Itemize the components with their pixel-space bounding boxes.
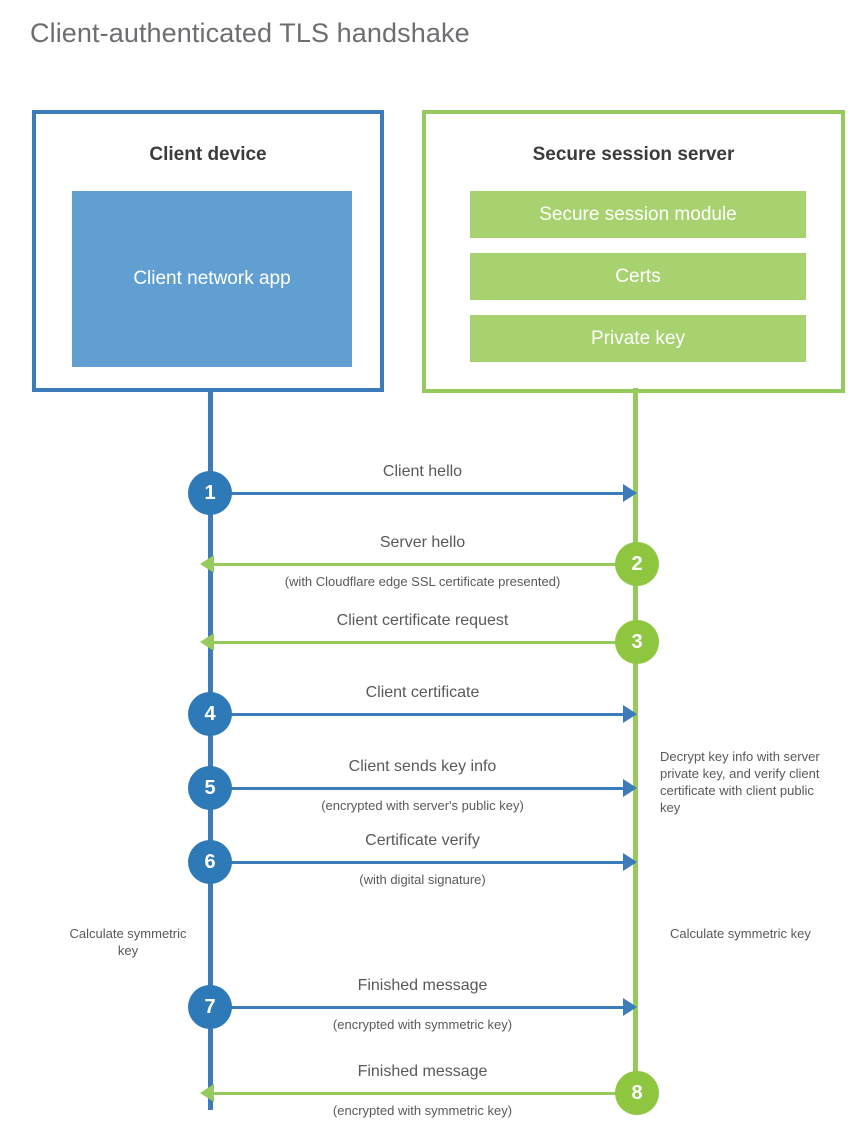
message-arrow-6 — [210, 861, 635, 864]
message-label-7: Finished message — [357, 977, 488, 994]
secure-session-server-box: Secure session server Secure session mod… — [422, 110, 845, 393]
step-circle-7[interactable]: 7 — [188, 985, 232, 1029]
arrow-head-7 — [623, 998, 637, 1016]
message-sublabel-8: (encrypted with symmetric key) — [332, 1103, 513, 1118]
secure-session-server-title: Secure session server — [532, 144, 735, 165]
step-circle-2[interactable]: 2 — [615, 542, 659, 586]
step-circle-1[interactable]: 1 — [188, 471, 232, 515]
message-label-2: Server hello — [379, 534, 466, 551]
client-lifeline — [208, 388, 213, 1110]
message-label-3: Client certificate request — [336, 612, 509, 629]
message-arrow-7 — [210, 1006, 635, 1009]
message-arrow-4 — [210, 713, 635, 716]
server-calculate-symmetric-key-note: Calculate symmetric key — [670, 926, 811, 941]
step-circle-6[interactable]: 6 — [188, 840, 232, 884]
message-arrow-8 — [212, 1092, 637, 1095]
page-title: Client-authenticated TLS handshake — [30, 18, 470, 48]
arrow-head-2 — [200, 555, 214, 573]
message-arrow-3 — [212, 641, 637, 644]
message-label-1: Client hello — [382, 463, 463, 480]
arrow-head-6 — [623, 853, 637, 871]
message-label-6: Certificate verify — [365, 832, 480, 849]
client-device-title: Client device — [149, 144, 267, 165]
arrow-head-3 — [200, 633, 214, 651]
step-circle-8[interactable]: 8 — [615, 1071, 659, 1115]
message-sublabel-7: (encrypted with symmetric key) — [332, 1017, 513, 1032]
message-label-8: Finished message — [357, 1063, 488, 1080]
server-component-private-key: Private key — [470, 315, 806, 362]
server-component-secure-session-module: Secure session module — [470, 191, 806, 238]
arrow-head-1 — [623, 484, 637, 502]
message-sublabel-6: (with digital signature) — [359, 872, 486, 887]
message-sublabel-2: (with Cloudflare edge SSL certificate pr… — [284, 574, 561, 589]
arrow-head-4 — [623, 705, 637, 723]
server-lifeline — [633, 388, 638, 1093]
step-circle-4[interactable]: 4 — [188, 692, 232, 736]
arrow-head-8 — [200, 1084, 214, 1102]
message-arrow-2 — [212, 563, 637, 566]
server-decrypt-note: Decrypt key info with server private key… — [660, 749, 820, 816]
client-device-box: Client device Client network app — [32, 110, 384, 392]
message-label-4: Client certificate — [365, 684, 480, 701]
message-arrow-1 — [210, 492, 635, 495]
message-label-5: Client sends key info — [348, 758, 497, 775]
message-sublabel-5: (encrypted with server's public key) — [321, 798, 524, 813]
server-component-certs: Certs — [470, 253, 806, 300]
client-network-app-block: Client network app — [72, 191, 352, 367]
message-arrow-5 — [210, 787, 635, 790]
arrow-head-5 — [623, 779, 637, 797]
step-circle-5[interactable]: 5 — [188, 766, 232, 810]
step-circle-3[interactable]: 3 — [615, 620, 659, 664]
client-calculate-symmetric-key-note: Calculate symmetric key — [69, 926, 187, 959]
